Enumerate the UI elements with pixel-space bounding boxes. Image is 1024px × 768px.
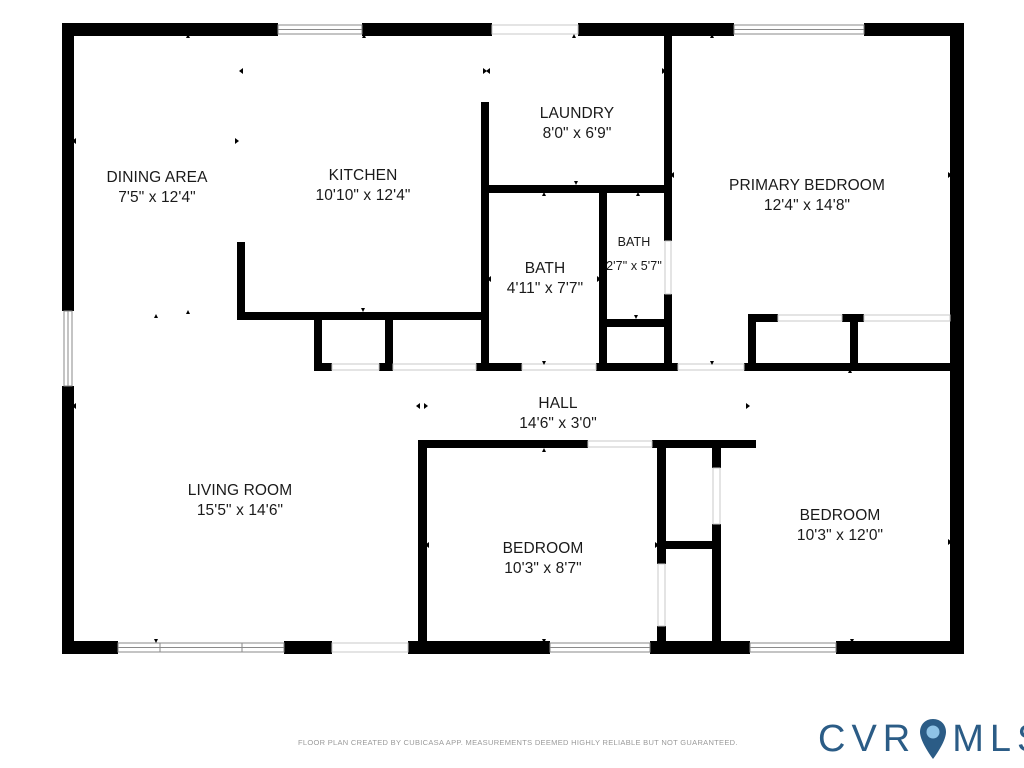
- wall-top-mid2: [578, 23, 734, 36]
- brand-text-right: MLS: [952, 717, 1024, 760]
- wall-closet-col-left: [657, 440, 666, 564]
- room-dimensions: 10'10" x 12'4": [315, 187, 411, 204]
- wall-closet-left: [748, 314, 756, 371]
- wall-kitchen-stub1: [314, 312, 322, 371]
- room-dimensions: 8'0" x 6'9": [542, 125, 612, 142]
- windows: [63, 24, 865, 653]
- door-opening-top: [491, 24, 579, 35]
- room-name: LIVING ROOM: [187, 482, 293, 499]
- wall-closet-col-right-low: [712, 524, 721, 654]
- room-name: BATH: [617, 235, 651, 249]
- room-bath: BATH 4'11" x 7'7": [507, 259, 583, 299]
- room-dimensions: 14'6" x 3'0": [519, 415, 597, 432]
- wall-kitchen-stub2: [385, 312, 393, 371]
- wall-bottom-4: [650, 641, 750, 654]
- room-living-room: LIVING ROOM 15'5" x 14'6": [188, 481, 292, 521]
- wall-left-upper: [62, 23, 74, 311]
- wall-top-left: [62, 23, 278, 36]
- wall-closet-divider: [657, 541, 721, 549]
- room-bedroom-right: BEDROOM 10'3" x 12'0": [797, 506, 883, 546]
- room-dining-area: DINING AREA 7'5" x 12'4": [106, 168, 207, 208]
- room-kitchen: KITCHEN 10'10" x 12'4": [315, 166, 410, 206]
- room-half-bath: BATH 2'7" x 5'7": [606, 230, 662, 278]
- wall-bath-divider: [599, 185, 607, 371]
- room-name: HALL: [538, 395, 578, 412]
- room-hall: HALL 14'6" x 3'0": [519, 394, 597, 434]
- room-name: BATH: [524, 260, 566, 277]
- door-opening-bottom: [331, 642, 409, 653]
- wall-hall-top-2: [379, 363, 393, 371]
- wall-closet-top-1: [748, 314, 778, 322]
- door-openings: [331, 240, 951, 627]
- room-laundry: LAUNDRY 8'0" x 6'9": [540, 104, 615, 144]
- wall-primary-left: [664, 36, 672, 241]
- room-dimensions: 15'5" x 14'6": [196, 502, 284, 519]
- room-dimensions: 12'4" x 14'8": [763, 197, 851, 214]
- wall-top-mid: [362, 23, 492, 36]
- room-name: KITCHEN: [328, 167, 398, 184]
- wall-bottom-1: [62, 641, 118, 654]
- exterior-walls: [62, 23, 964, 654]
- wall-bath2-bottom: [599, 319, 672, 327]
- room-dimensions: 2'7" x 5'7": [606, 259, 662, 273]
- wall-kitchen-bottom: [237, 312, 489, 320]
- interior-walls: [237, 36, 964, 654]
- room-name: DINING AREA: [106, 169, 208, 186]
- wall-hall-top-3: [476, 363, 522, 371]
- wall-kitchen-left: [237, 242, 245, 320]
- room-dimensions: 10'3" x 12'0": [796, 527, 884, 544]
- wall-hall-bottom-1: [418, 440, 588, 448]
- dimension-markers: [72, 34, 952, 643]
- room-name: LAUNDRY: [539, 105, 615, 122]
- brand-text-left: CVR: [818, 717, 917, 760]
- wall-hall-bottom-2: [652, 440, 756, 448]
- wall-closet-col-left-low: [657, 626, 666, 654]
- wall-bottom-3: [408, 641, 550, 654]
- room-dimensions: 10'3" x 8'7": [504, 560, 582, 577]
- room-name: BEDROOM: [799, 507, 881, 524]
- room-bedroom: BEDROOM 10'3" x 8'7": [503, 539, 584, 579]
- wall-closet-col-right: [712, 440, 721, 468]
- wall-laundry-bottom: [481, 185, 671, 193]
- wall-right: [950, 23, 964, 654]
- footer-disclaimer: FLOOR PLAN CREATED BY CUBICASA APP. MEAS…: [298, 738, 738, 747]
- map-pin-icon: [920, 719, 947, 759]
- room-dimensions: 7'5" x 12'4": [118, 189, 196, 206]
- wall-top-right: [864, 23, 964, 36]
- room-dimensions: 4'11" x 7'7": [506, 280, 584, 297]
- room-name: PRIMARY BEDROOM: [729, 177, 885, 194]
- cvrmls-logo: CVR MLS: [818, 716, 1024, 762]
- wall-bottom-5: [836, 641, 964, 654]
- wall-bedroom-left: [418, 440, 427, 654]
- wall-closet-mid: [850, 314, 858, 371]
- wall-bottom-2: [284, 641, 332, 654]
- wall-laundry-left: [481, 102, 489, 371]
- wall-hall-top-4: [596, 363, 678, 371]
- room-name: BEDROOM: [502, 540, 584, 557]
- room-primary-bedroom: PRIMARY BEDROOM 12'4" x 14'8": [729, 176, 885, 216]
- wall-hall-top-1: [314, 363, 332, 371]
- wall-primary-left-low: [664, 294, 672, 371]
- wall-left-lower: [62, 386, 74, 654]
